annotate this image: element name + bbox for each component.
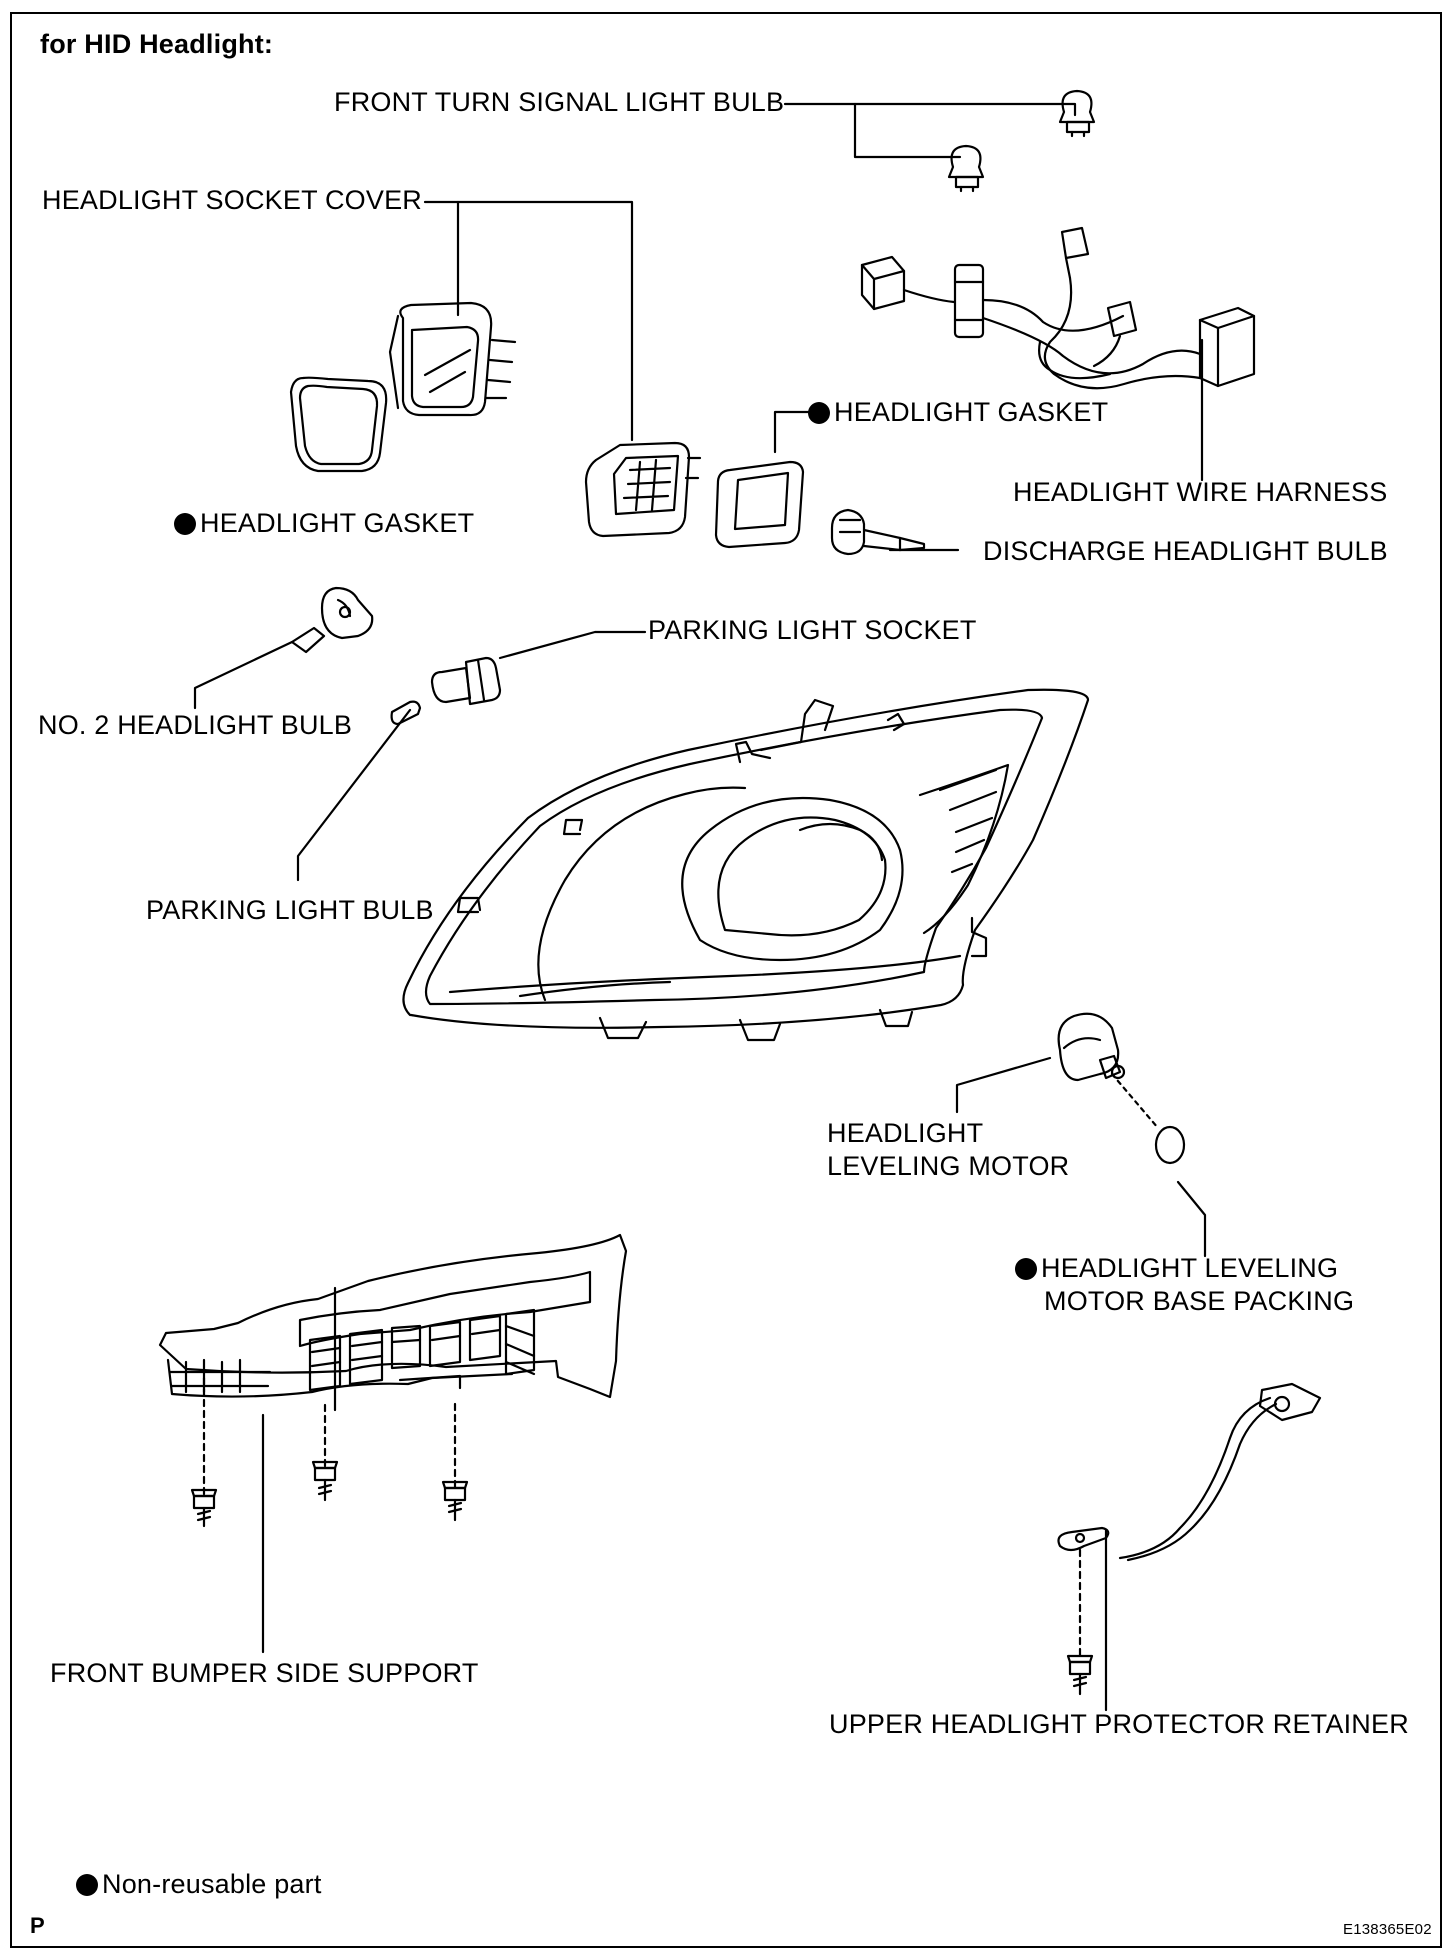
label-headlight-socket-cover: HEADLIGHT SOCKET COVER — [42, 185, 422, 215]
parking-light-socket — [430, 656, 502, 706]
label-front-bumper-side-support: FRONT BUMPER SIDE SUPPORT — [50, 1658, 479, 1688]
label-discharge-headlight-bulb: DISCHARGE HEADLIGHT BULB — [983, 536, 1388, 566]
bolt-3 — [441, 1480, 469, 1522]
non-reusable-marker-icon — [1015, 1258, 1037, 1280]
footer-left-mark: P — [30, 1913, 45, 1938]
upper-headlight-protector-retainer — [1057, 1382, 1322, 1562]
label-parking-light-socket: PARKING LIGHT SOCKET — [648, 615, 977, 645]
bolt-4 — [1066, 1654, 1094, 1696]
label-no2-headlight-bulb: NO. 2 HEADLIGHT BULB — [38, 710, 353, 740]
label-parking-light-bulb: PARKING LIGHT BULB — [146, 895, 434, 925]
label-front-turn-signal-light-bulb: FRONT TURN SIGNAL LIGHT BULB — [334, 87, 785, 117]
non-reusable-marker-icon — [174, 513, 196, 535]
non-reusable-marker-icon — [76, 1874, 98, 1896]
label-leveling-motor-packing-line1: HEADLIGHT LEVELING — [1015, 1252, 1338, 1284]
socket-cover-large — [388, 301, 517, 417]
headlight-gasket-large — [289, 376, 388, 473]
diagram-title: for HID Headlight: — [40, 29, 274, 59]
socket-cover-small — [584, 441, 702, 538]
legend-non-reusable: Non-reusable part — [76, 1868, 322, 1900]
label-headlight-gasket-upper: HEADLIGHT GASKET — [808, 396, 1108, 428]
headlight-gasket-small — [714, 460, 805, 549]
turn-signal-bulb-1 — [1058, 89, 1096, 138]
diagram-frame — [10, 12, 1442, 1948]
label-text: HEADLIGHT GASKET — [200, 508, 475, 538]
label-headlight-wire-harness: HEADLIGHT WIRE HARNESS — [1013, 477, 1388, 507]
no2-headlight-bulb — [290, 586, 374, 654]
leveling-motor — [1057, 1012, 1126, 1082]
label-text: HEADLIGHT LEVELING — [1041, 1253, 1339, 1283]
parking-light-bulb — [390, 700, 422, 726]
label-headlight-leveling-motor-line1: HEADLIGHT — [827, 1118, 984, 1148]
legend-text: Non-reusable part — [102, 1869, 322, 1899]
front-bumper-side-support — [158, 1233, 628, 1399]
wire-harness — [860, 226, 1256, 390]
figure-code: E138365E02 — [1343, 1921, 1432, 1938]
leader-lines — [193, 102, 1207, 1712]
label-upper-headlight-protector-retainer: UPPER HEADLIGHT PROTECTOR RETAINER — [829, 1709, 1409, 1739]
leveling-motor-packing — [1154, 1125, 1186, 1165]
discharge-bulb — [830, 508, 926, 556]
label-headlight-gasket-lower: HEADLIGHT GASKET — [174, 507, 474, 539]
label-headlight-leveling-motor-line2: LEVELING MOTOR — [827, 1151, 1070, 1181]
bolt-2 — [311, 1460, 339, 1502]
turn-signal-bulb-2 — [947, 144, 985, 193]
label-text: HEADLIGHT GASKET — [834, 397, 1109, 427]
headlight-assembly — [402, 688, 1090, 1042]
label-leveling-motor-packing-line2: MOTOR BASE PACKING — [1044, 1286, 1355, 1316]
non-reusable-marker-icon — [808, 402, 830, 424]
bolt-1 — [190, 1488, 218, 1528]
